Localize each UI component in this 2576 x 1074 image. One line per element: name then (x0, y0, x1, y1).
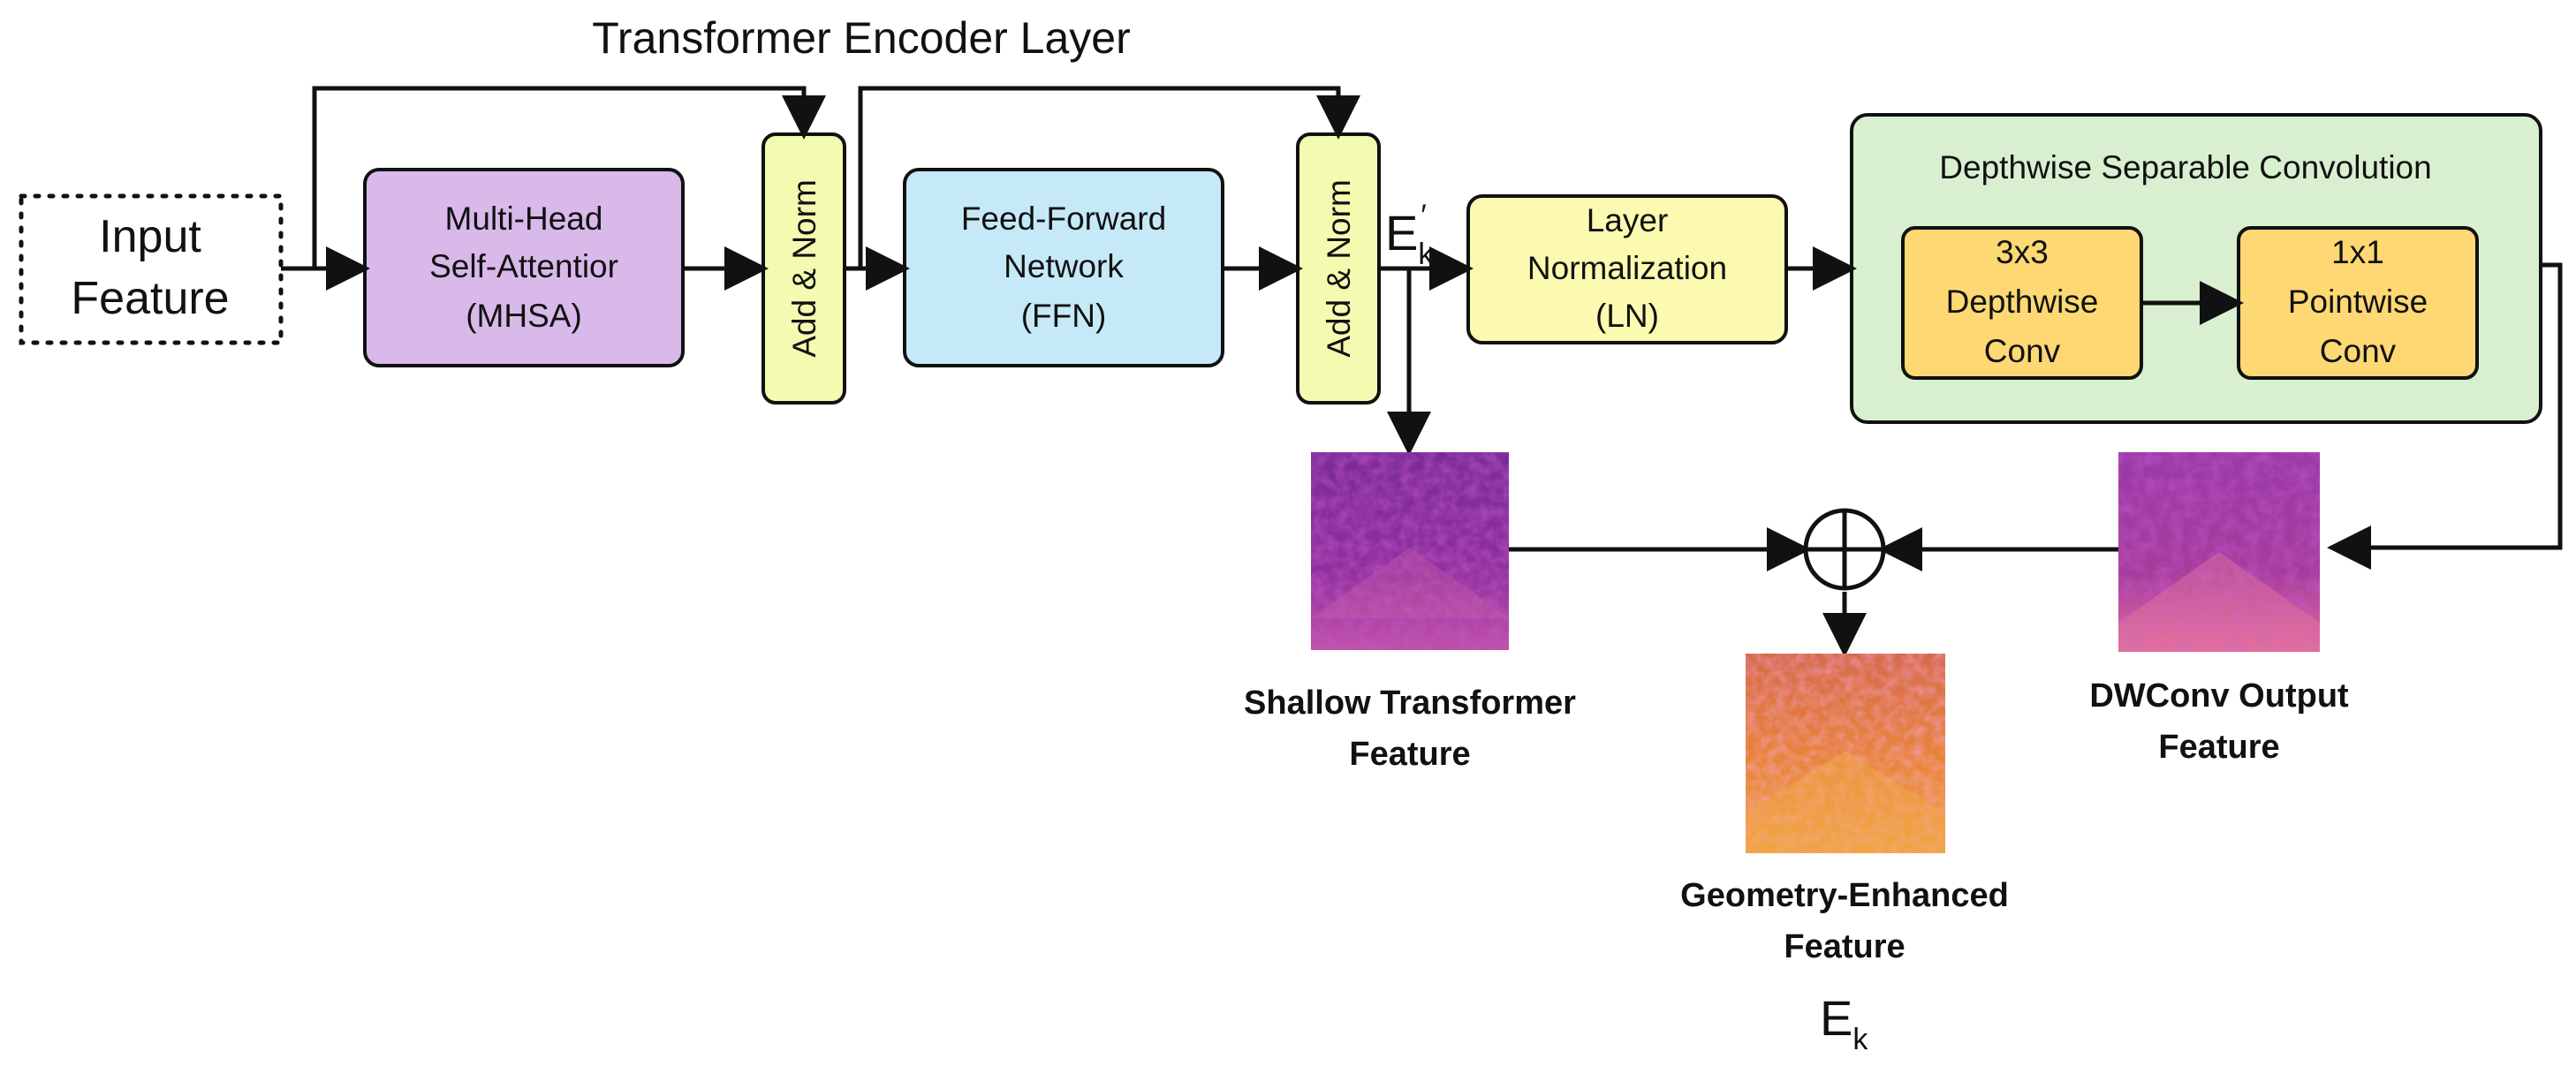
ek-label: Ek (1820, 990, 1868, 1056)
skip-connection-2 (858, 86, 1360, 268)
ek-base: E (1820, 990, 1852, 1046)
depthwise-conv-label-line1: 3x3 (1996, 234, 2049, 270)
skip-connection-1 (312, 86, 826, 268)
add-norm-label-1: Add & Norm (786, 179, 822, 358)
flow-arrows (281, 86, 2563, 657)
dwconv-feature-map (2118, 452, 2320, 652)
dwconv-caption-line1: DWConv Output (2089, 677, 2349, 715)
dsc-title: Depthwise Separable Convolution (1939, 149, 2431, 185)
input-feature-box (19, 193, 284, 345)
arrow-dsc-to-dwconv (2327, 262, 2563, 570)
dwconv-caption-line2: Feature (2158, 729, 2279, 766)
mhsa-label-line3: (MHSA) (466, 298, 582, 334)
geometry-enhanced-feature-map (1746, 654, 1945, 853)
ek-sub: k (1852, 1023, 1868, 1056)
ek-prime-prime: ′ (1421, 199, 1426, 232)
add-norm-label-2: Add & Norm (1321, 179, 1357, 358)
shallow-feature-map (1311, 452, 1509, 650)
depthwise-conv-label-line3: Conv (1984, 333, 2061, 369)
pointwise-conv-label-line3: Conv (2320, 333, 2397, 369)
ek-prime-sub: k (1418, 238, 1434, 271)
mhsa-label-line2: Self-Attentior (429, 248, 618, 284)
ek-prime-label: Ek ′ (1385, 199, 1434, 271)
input-feature-label-line2: Feature (71, 273, 229, 324)
geo-caption-line2: Feature (1784, 928, 1905, 965)
shallow-caption-line1: Shallow Transformer (1244, 684, 1576, 722)
ek-prime-base: E (1385, 205, 1418, 261)
mhsa-label-line1: Multi-Head (445, 200, 603, 237)
pointwise-conv-label-line2: Pointwise (2288, 284, 2428, 320)
layer-norm-label-line1: Layer (1587, 202, 1669, 238)
layer-norm-label-line3: (LN) (1595, 298, 1659, 334)
sum-node (1803, 508, 1886, 591)
layer-norm-label-line2: Normalization (1527, 250, 1727, 286)
depthwise-conv-label-line2: Depthwise (1946, 284, 2099, 320)
ffn-label-line1: Feed-Forward (961, 200, 1166, 237)
input-feature-label-line1: Input (99, 211, 201, 262)
ffn-label-line2: Network (1004, 248, 1124, 284)
geo-caption-line1: Geometry-Enhanced (1680, 877, 2009, 914)
ffn-label-line3: (FFN) (1021, 298, 1107, 334)
diagram-title: Transformer Encoder Layer (592, 13, 1131, 63)
pointwise-conv-label-line1: 1x1 (2331, 234, 2384, 270)
shallow-caption-line2: Feature (1349, 736, 1470, 773)
